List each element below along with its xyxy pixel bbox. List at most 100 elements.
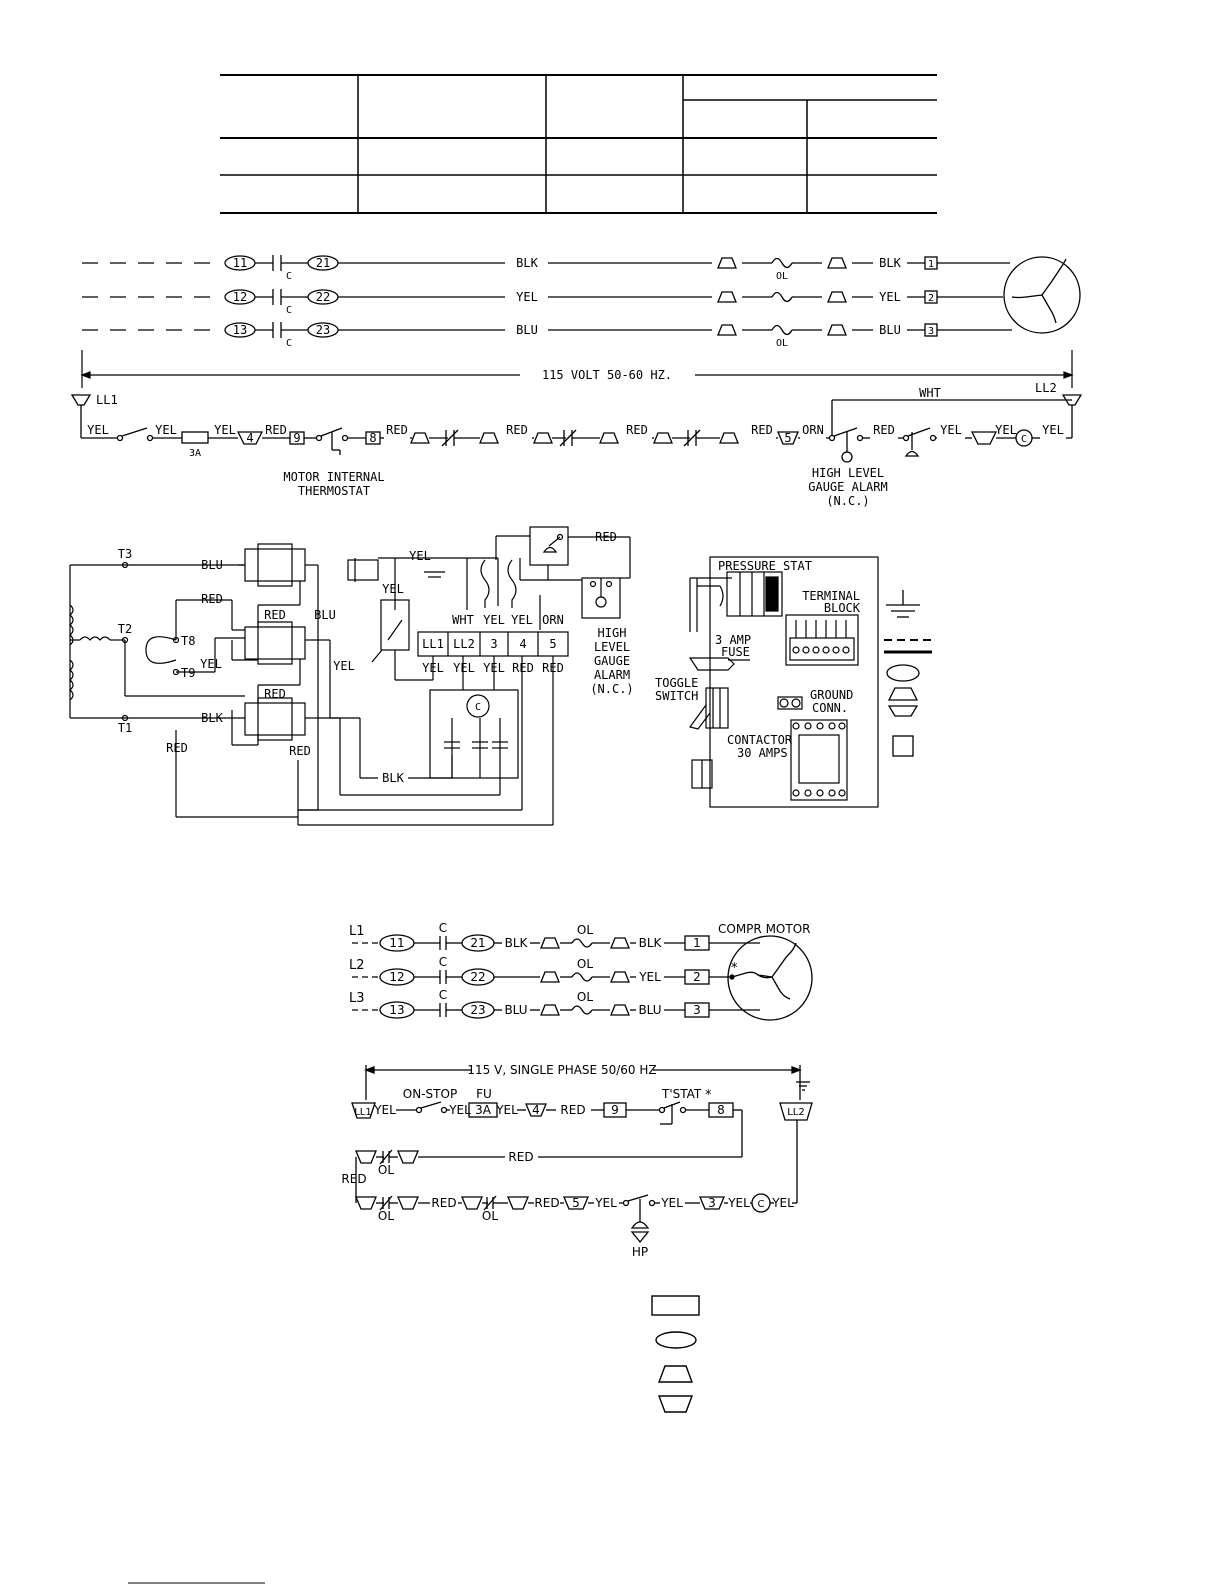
svg-text:BLU: BLU — [879, 323, 901, 337]
svg-text:GROUND: GROUND — [810, 688, 853, 702]
plug-connector-icon — [657, 1365, 694, 1383]
svg-text:ALARM: ALARM — [594, 668, 630, 682]
marked-terminal-icon — [886, 664, 920, 682]
svg-text:BLK: BLK — [879, 256, 901, 270]
svg-text:CONTACTOR: CONTACTOR — [727, 733, 793, 747]
svg-text:C: C — [286, 305, 292, 316]
svg-text:RED: RED — [626, 423, 648, 437]
svg-text:TOGGLE: TOGGLE — [655, 676, 698, 690]
svg-text:C: C — [439, 955, 447, 969]
physical-wiring-labels: T3 T2 T1 T8 T9 BLU RED RED BLU YEL RED B… — [118, 530, 634, 785]
svg-text:YEL: YEL — [155, 423, 177, 437]
svg-text:YEL: YEL — [422, 661, 444, 675]
svg-text:T8: T8 — [181, 634, 195, 648]
svg-text:FU: FU — [476, 1087, 492, 1101]
svg-text:OL: OL — [776, 338, 788, 349]
svg-text:3: 3 — [708, 1196, 716, 1210]
svg-text:T'STAT: T'STAT — [661, 1087, 702, 1101]
svg-text:RED: RED — [264, 608, 286, 622]
svg-text:WHT: WHT — [919, 386, 941, 400]
svg-text:RED: RED — [341, 1172, 366, 1186]
svg-text:OL: OL — [577, 990, 593, 1004]
svg-text:OL: OL — [378, 1163, 394, 1177]
svg-text:RED: RED — [431, 1196, 456, 1210]
marked-terminal-icon — [655, 1331, 697, 1349]
svg-text:YEL: YEL — [214, 423, 236, 437]
svg-text:2: 2 — [928, 293, 934, 304]
svg-text:RED: RED — [166, 741, 188, 755]
svg-text:FUSE: FUSE — [721, 645, 750, 659]
svg-text:YEL: YEL — [448, 1103, 471, 1117]
svg-text:OL: OL — [776, 271, 788, 282]
svg-text:L1: L1 — [349, 924, 365, 939]
svg-text:(N.C.): (N.C.) — [590, 682, 633, 696]
svg-text:RED: RED — [560, 1103, 585, 1117]
svg-text:*: * — [731, 961, 738, 976]
svg-text:YEL: YEL — [333, 659, 355, 673]
svg-text:YEL: YEL — [940, 423, 962, 437]
terminal-block-icon — [892, 735, 914, 757]
svg-text:3 AMP: 3 AMP — [715, 633, 751, 647]
svg-text:YEL: YEL — [594, 1196, 617, 1210]
svg-text:C: C — [286, 338, 292, 349]
svg-text:4: 4 — [519, 637, 526, 651]
svg-text:BLU: BLU — [638, 1003, 661, 1017]
svg-text:5: 5 — [549, 637, 556, 651]
svg-text:11: 11 — [389, 936, 404, 950]
svg-text:13: 13 — [389, 1003, 404, 1017]
svg-text:BLU: BLU — [314, 608, 336, 622]
svg-text:T2: T2 — [118, 622, 132, 636]
svg-text:HP: HP — [632, 1245, 648, 1259]
svg-text:TERMINAL: TERMINAL — [802, 589, 860, 603]
svg-text:BLK: BLK — [505, 936, 529, 950]
svg-text:YEL: YEL — [409, 549, 431, 563]
top-power-labels: 11 12 13 21 22 23 C C C BLK YEL BLU OL O… — [233, 256, 934, 349]
svg-text:ON-STOP: ON-STOP — [403, 1087, 457, 1101]
svg-text:5: 5 — [572, 1196, 580, 1210]
svg-text:RED: RED — [595, 530, 617, 544]
receptacle-connector-icon — [887, 705, 919, 717]
svg-text:1: 1 — [928, 259, 934, 270]
svg-text:C: C — [286, 271, 292, 282]
svg-text:T9: T9 — [181, 666, 195, 680]
legend-symbols-top — [884, 590, 932, 757]
svg-text:C: C — [1021, 434, 1027, 445]
svg-text:YEL: YEL — [373, 1103, 396, 1117]
svg-text:YEL: YEL — [771, 1196, 794, 1210]
svg-text:RED: RED — [386, 423, 408, 437]
top-power-schematic — [82, 255, 1081, 338]
svg-text:YEL: YEL — [995, 423, 1017, 437]
svg-text:(N.C.): (N.C.) — [826, 494, 869, 508]
svg-text:12: 12 — [389, 970, 404, 984]
svg-text:2: 2 — [693, 970, 701, 984]
svg-text:RED: RED — [265, 423, 287, 437]
svg-text:L3: L3 — [349, 991, 365, 1006]
svg-text:RED: RED — [289, 744, 311, 758]
svg-text:13: 13 — [233, 323, 247, 337]
svg-text:BLU: BLU — [504, 1003, 527, 1017]
svg-text:8: 8 — [369, 431, 376, 445]
svg-text:YEL: YEL — [638, 970, 661, 984]
voltage-dimension — [80, 350, 1074, 388]
svg-text:RED: RED — [508, 1150, 533, 1164]
svg-text:115 V, SINGLE PHASE 50/60 HZ: 115 V, SINGLE PHASE 50/60 HZ — [467, 1063, 656, 1077]
svg-text:ORN: ORN — [542, 613, 564, 627]
svg-text:RED: RED — [512, 661, 534, 675]
svg-text:YEL: YEL — [879, 290, 901, 304]
svg-text:LL2: LL2 — [787, 1107, 805, 1118]
svg-text:9: 9 — [611, 1103, 619, 1117]
top-control-labels: LL1 LL2 YEL YEL 3A YEL 4 RED 9 8 RED RED… — [87, 381, 1064, 508]
voltage-label: 115 VOLT 50-60 HZ. — [542, 368, 672, 382]
svg-text:OL: OL — [482, 1209, 498, 1223]
svg-text:21: 21 — [316, 256, 330, 270]
svg-text:PRESSURE STAT: PRESSURE STAT — [718, 559, 812, 573]
physical-wiring-diagram — [69, 526, 631, 826]
compressor-motor-icon — [1003, 256, 1081, 334]
svg-text:RED: RED — [751, 423, 773, 437]
svg-text:YEL: YEL — [516, 290, 538, 304]
lower-control-labels: 115 V, SINGLE PHASE 50/60 HZ LL1 LL2 YEL… — [341, 1063, 804, 1259]
svg-text:BLU: BLU — [201, 558, 223, 572]
svg-text:GAUGE ALARM: GAUGE ALARM — [808, 480, 887, 494]
svg-text:23: 23 — [470, 1003, 485, 1017]
